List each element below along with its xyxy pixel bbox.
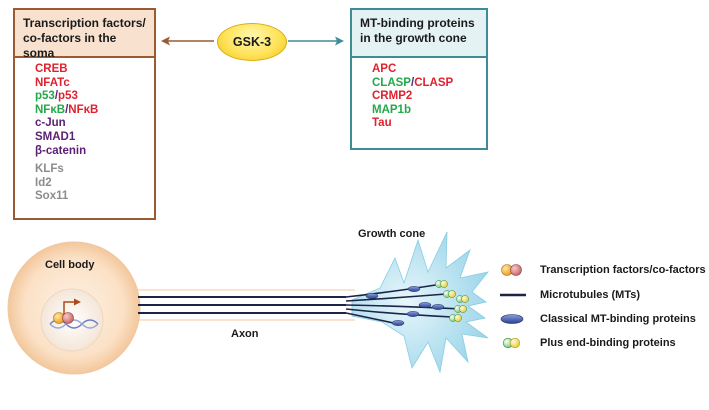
list-item: p53/p53: [35, 90, 154, 104]
mt-binding-proteins-box: MT-binding proteins in the growth cone A…: [350, 8, 488, 150]
gsk3-label: GSK-3: [232, 35, 272, 49]
plus-end-binding-icon: [502, 337, 521, 349]
list-item: APC: [372, 63, 486, 77]
title-line-2: co-factors in the soma: [23, 31, 117, 60]
item-text-part: MAP1b: [372, 103, 411, 116]
arrow-to-soma: [161, 36, 214, 46]
plus-end-binding-proteins: [435, 280, 469, 322]
item-text-part: β-catenin: [35, 144, 87, 157]
title-line-1: MT-binding proteins: [360, 16, 475, 30]
legend-microtubules: Microtubules (MTs): [540, 289, 641, 301]
list-item: NFATc: [35, 77, 154, 91]
list-item: CRMP2: [372, 90, 486, 104]
transcription-factors-list: CREB NFATc p53/p53 NFκB/NFκB c-Jun SMAD1…: [15, 58, 154, 204]
list-item: MAP1b: [372, 104, 486, 118]
item-text-part: KLFs: [35, 163, 64, 176]
item-text-part: Sox11: [35, 190, 69, 203]
item-text-part: NFκB: [68, 103, 99, 116]
item-text-part: /: [54, 90, 59, 103]
list-item: c-Jun: [35, 117, 154, 131]
item-text-part: CLASP: [372, 76, 411, 89]
mt-binding-proteins-title: MT-binding proteins in the growth cone: [352, 10, 486, 58]
item-text-part: Id2: [35, 176, 52, 189]
item-text-part: c-Jun: [35, 117, 66, 130]
classical-mt-binding-icon: [500, 314, 524, 324]
list-item: CREB: [35, 63, 154, 77]
mt-binding-proteins-list: APC CLASP/CLASP CRMP2 MAP1b Tau: [352, 58, 486, 131]
legend-transcription-factors: Transcription factors/co-factors: [540, 264, 706, 276]
transcription-arrow: [63, 301, 76, 315]
legend-plus-end-binding: Plus end-binding proteins: [540, 337, 676, 349]
item-text-part: /: [410, 76, 415, 89]
item-text-part: NFκB: [35, 103, 66, 116]
item-text-part: APC: [372, 63, 397, 75]
item-text-part: p53: [58, 90, 78, 103]
arrow-to-growth-cone: [288, 36, 344, 46]
list-item: β-catenin: [35, 145, 154, 159]
item-text-part: /: [65, 103, 69, 116]
growth-cone-label: Growth cone: [358, 228, 426, 240]
transcription-factors-title: Transcription factors/ co-factors in the…: [15, 10, 154, 60]
list-item: Tau: [372, 117, 486, 131]
axon-membrane: [138, 289, 355, 321]
transcription-factor-icon: [501, 264, 522, 276]
item-text-part: Tau: [372, 117, 392, 130]
item-text-part: SMAD1: [35, 130, 76, 143]
tf-pink-ball: [62, 312, 74, 324]
list-item: SMAD1: [35, 131, 154, 145]
item-text-part: NFATc: [35, 76, 70, 89]
cell-body-label: Cell body: [45, 259, 95, 271]
list-item: Sox11: [35, 190, 154, 204]
transcription-factors-box: Transcription factors/ co-factors in the…: [13, 8, 156, 220]
axon-label: Axon: [231, 328, 259, 340]
item-text-part: p53: [35, 90, 55, 103]
list-item: NFκB/NFκB: [35, 104, 154, 118]
item-text-part: CREB: [35, 63, 68, 75]
axon-microtubules: [138, 296, 346, 314]
classical-mt-binding-proteins: [365, 286, 445, 326]
growth-cone-microtubules: [345, 283, 463, 326]
title-line-1: Transcription factors/: [23, 16, 146, 30]
list-item: KLFs: [35, 163, 154, 177]
gsk3-node: GSK-3: [217, 23, 287, 61]
title-line-2: in the growth cone: [360, 31, 467, 45]
list-item: Id2: [35, 177, 154, 191]
legend-classical-mt-binding: Classical MT-binding proteins: [540, 313, 696, 325]
item-text-part: CLASP: [414, 76, 454, 89]
item-text-part: CRMP2: [372, 90, 413, 103]
growth-cone-shape: [351, 231, 490, 374]
list-item: CLASP/CLASP: [372, 77, 486, 91]
